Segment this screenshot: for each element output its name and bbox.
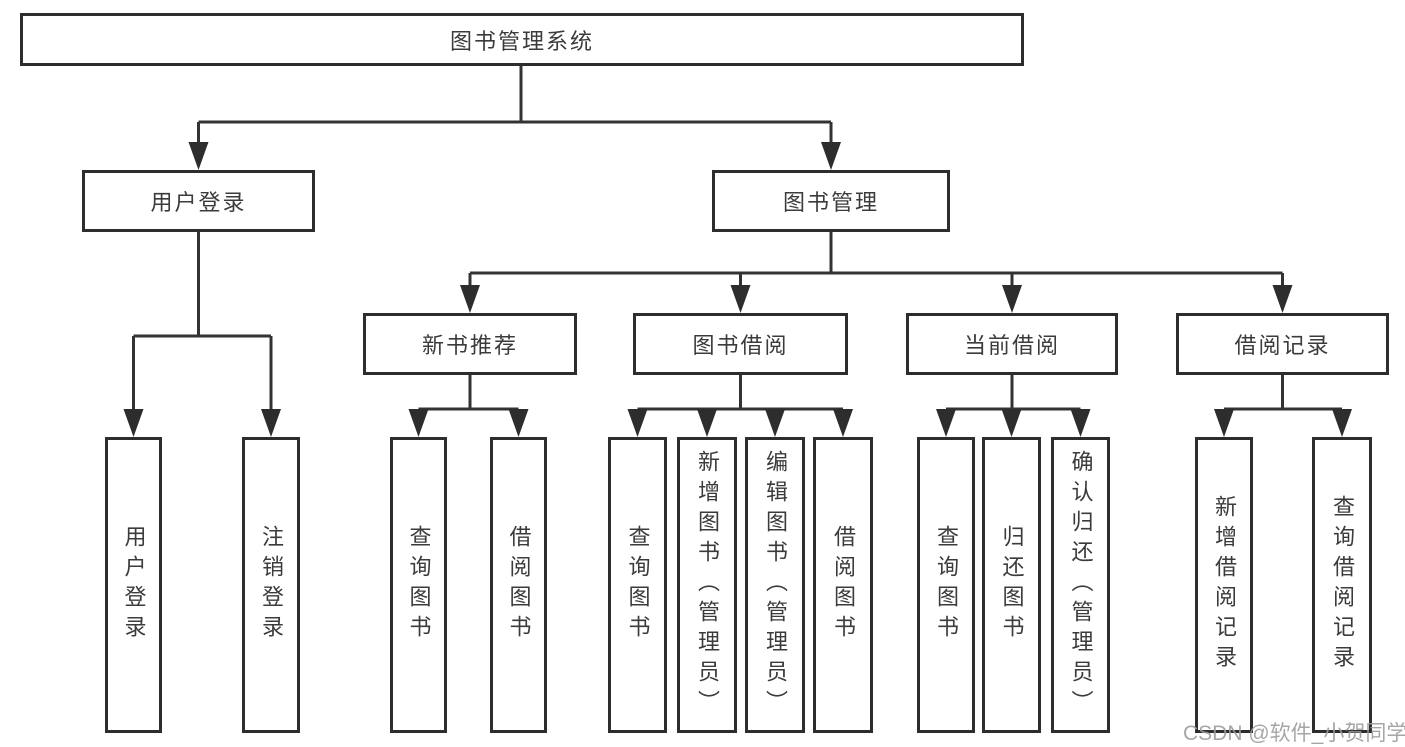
leaf-add-borrow-record-label: 新增借阅记录 xyxy=(1212,495,1237,675)
leaf-edit-books-admin-label: 编辑图书（管理员） xyxy=(763,450,788,720)
leaf-return-books-label: 归还图书 xyxy=(999,525,1025,645)
node-user-login: 用户登录 xyxy=(82,170,315,232)
leaf-borrow-books-recommend: 借阅图书 xyxy=(490,437,547,733)
leaf-confirm-return-admin: 确认归还（管理员） xyxy=(1051,437,1110,733)
node-current-borrowing-label: 当前借阅 xyxy=(963,333,1060,358)
leaf-edit-books-admin: 编辑图书（管理员） xyxy=(745,437,805,733)
leaf-add-borrow-record: 新增借阅记录 xyxy=(1195,437,1253,733)
node-book-management-label: 图书管理 xyxy=(782,190,879,215)
leaf-query-books-borrowing-label: 查询图书 xyxy=(625,525,651,645)
node-borrow-records: 借阅记录 xyxy=(1176,313,1389,375)
leaf-borrow-books: 借阅图书 xyxy=(813,437,873,733)
leaf-user-login: 用户登录 xyxy=(105,437,162,733)
watermark: CSDN @软件_小贺同学 xyxy=(1183,722,1405,745)
leaf-return-books: 归还图书 xyxy=(982,437,1041,733)
leaf-query-books-borrowing: 查询图书 xyxy=(608,437,667,733)
node-book-borrowing: 图书借阅 xyxy=(633,313,848,375)
leaf-query-books-recommend: 查询图书 xyxy=(390,437,447,733)
node-user-login-label: 用户登录 xyxy=(150,190,247,215)
node-root-label: 图书管理系统 xyxy=(449,28,594,54)
leaf-add-books-admin: 新增图书（管理员） xyxy=(677,437,737,733)
node-book-management: 图书管理 xyxy=(712,170,950,232)
node-root: 图书管理系统 xyxy=(20,13,1024,66)
leaf-query-books-recommend-label: 查询图书 xyxy=(406,525,432,645)
leaf-logout: 注销登录 xyxy=(242,437,300,733)
leaf-query-borrow-record: 查询借阅记录 xyxy=(1312,437,1372,733)
node-borrow-records-label: 借阅记录 xyxy=(1234,333,1331,358)
leaf-logout-label: 注销登录 xyxy=(259,525,284,645)
node-new-book-recommend: 新书推荐 xyxy=(363,313,577,375)
leaf-query-books-current: 查询图书 xyxy=(917,437,975,733)
leaf-add-books-admin-label: 新增图书（管理员） xyxy=(695,450,720,720)
leaf-borrow-books-label: 借阅图书 xyxy=(831,525,856,645)
leaf-confirm-return-admin-label: 确认归还（管理员） xyxy=(1068,450,1094,720)
node-book-borrowing-label: 图书借阅 xyxy=(692,333,789,358)
leaf-query-borrow-record-label: 查询借阅记录 xyxy=(1330,495,1355,675)
node-new-book-recommend-label: 新书推荐 xyxy=(421,333,518,358)
node-current-borrowing: 当前借阅 xyxy=(906,313,1118,375)
leaf-user-login-label: 用户登录 xyxy=(121,525,147,645)
leaf-borrow-books-recommend-label: 借阅图书 xyxy=(506,525,532,645)
leaf-query-books-current-label: 查询图书 xyxy=(934,525,959,645)
